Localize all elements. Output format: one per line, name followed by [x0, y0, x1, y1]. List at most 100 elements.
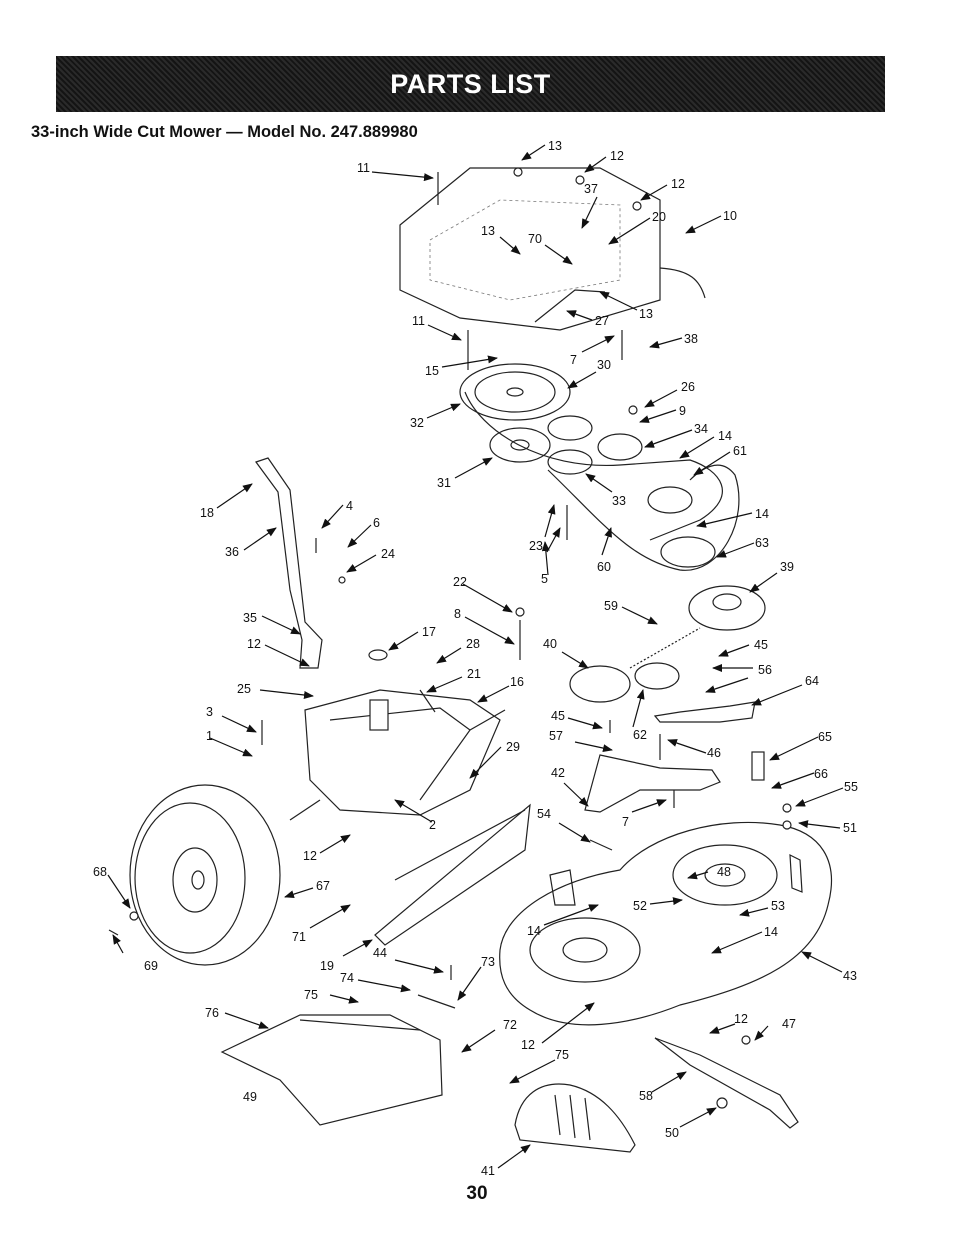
callout-31: 31	[437, 476, 451, 490]
leader-lines	[107, 144, 844, 1169]
header-banner: PARTS LIST	[56, 56, 885, 112]
callout-12: 12	[521, 1038, 535, 1052]
callout-62: 62	[633, 728, 647, 742]
callout-34: 34	[694, 422, 708, 436]
callout-33: 33	[612, 494, 626, 508]
callout-57: 57	[549, 729, 563, 743]
callout-45: 45	[551, 709, 565, 723]
callout-13: 13	[548, 139, 562, 153]
callout-43: 43	[843, 969, 857, 983]
callout-28: 28	[466, 637, 480, 651]
page-title: PARTS LIST	[390, 68, 551, 99]
callout-53: 53	[771, 899, 785, 913]
callout-61: 61	[733, 444, 747, 458]
callout-18: 18	[200, 506, 214, 520]
callout-13: 13	[481, 224, 495, 238]
callout-23: 23	[529, 539, 543, 553]
callout-labels: 13 12 11 37 12 10 20 13 70 13 27 11 7 38…	[93, 139, 858, 1178]
springs	[417, 689, 613, 1009]
callout-14: 14	[764, 925, 778, 939]
callout-75: 75	[304, 988, 318, 1002]
callout-27: 27	[595, 314, 609, 328]
callout-40: 40	[543, 637, 557, 651]
discharge-chute	[220, 1014, 443, 1126]
callout-9: 9	[679, 404, 686, 418]
callout-60: 60	[597, 560, 611, 574]
callout-19: 19	[320, 959, 334, 973]
callout-63: 63	[755, 536, 769, 550]
callout-6: 6	[373, 516, 380, 530]
callout-69: 69	[144, 959, 158, 973]
pulley-30	[547, 415, 593, 441]
callout-50: 50	[665, 1126, 679, 1140]
pulley-39	[688, 585, 766, 631]
lift-handle	[255, 457, 323, 669]
callout-47: 47	[782, 1017, 796, 1031]
callout-74: 74	[340, 971, 354, 985]
callout-13: 13	[639, 307, 653, 321]
callout-71: 71	[292, 930, 306, 944]
callout-1: 1	[206, 729, 213, 743]
callout-29: 29	[506, 740, 520, 754]
callout-2: 2	[429, 818, 436, 832]
callout-56: 56	[758, 663, 772, 677]
callout-12: 12	[610, 149, 624, 163]
callout-12: 12	[247, 637, 261, 651]
callout-72: 72	[503, 1018, 517, 1032]
mower-deck	[499, 821, 832, 1026]
callout-12: 12	[734, 1012, 748, 1026]
pulley-assembly	[459, 363, 740, 571]
callout-46: 46	[707, 746, 721, 760]
callout-26: 26	[681, 380, 695, 394]
callout-15: 15	[425, 364, 439, 378]
callout-5: 5	[541, 572, 548, 586]
idler-pulley-62	[634, 662, 680, 690]
callout-76: 76	[205, 1006, 219, 1020]
wheel	[129, 784, 281, 966]
callout-55: 55	[844, 780, 858, 794]
callout-37: 37	[584, 182, 598, 196]
callout-44: 44	[373, 946, 387, 960]
callout-73: 73	[481, 955, 495, 969]
callout-49: 49	[243, 1090, 257, 1104]
frame-plate	[399, 167, 706, 331]
callout-41: 41	[481, 1164, 495, 1178]
callout-66: 66	[814, 767, 828, 781]
page-number: 30	[466, 1183, 488, 1204]
callout-45: 45	[754, 638, 768, 652]
callout-14: 14	[527, 924, 541, 938]
callout-64: 64	[805, 674, 819, 688]
callout-3: 3	[206, 705, 213, 719]
callout-24: 24	[381, 547, 395, 561]
idler-pulley-63	[660, 536, 716, 568]
callout-7: 7	[622, 815, 629, 829]
callout-54: 54	[537, 807, 551, 821]
diagram-subtitle: 33-inch Wide Cut Mower — Model No. 247.8…	[31, 123, 418, 141]
callout-30: 30	[597, 358, 611, 372]
callout-39: 39	[780, 560, 794, 574]
callout-25: 25	[237, 682, 251, 696]
blade	[654, 1037, 799, 1129]
spindle-40	[569, 665, 631, 703]
callout-36: 36	[225, 545, 239, 559]
callout-10: 10	[723, 209, 737, 223]
callout-4: 4	[346, 499, 353, 513]
callout-52: 52	[633, 899, 647, 913]
callout-22: 22	[453, 575, 467, 589]
transmission	[289, 689, 506, 821]
brackets	[584, 701, 756, 813]
callout-67: 67	[316, 879, 330, 893]
idler-pulley-34	[597, 433, 643, 461]
callout-58: 58	[639, 1089, 653, 1103]
callout-14: 14	[718, 429, 732, 443]
callout-20: 20	[652, 210, 666, 224]
callout-7: 7	[570, 353, 577, 367]
idler-pulley-61	[647, 486, 693, 514]
callout-32: 32	[410, 416, 424, 430]
callout-17: 17	[422, 625, 436, 639]
callout-48: 48	[717, 865, 731, 879]
callout-35: 35	[243, 611, 257, 625]
callout-11: 11	[357, 161, 370, 175]
callout-70: 70	[528, 232, 542, 246]
